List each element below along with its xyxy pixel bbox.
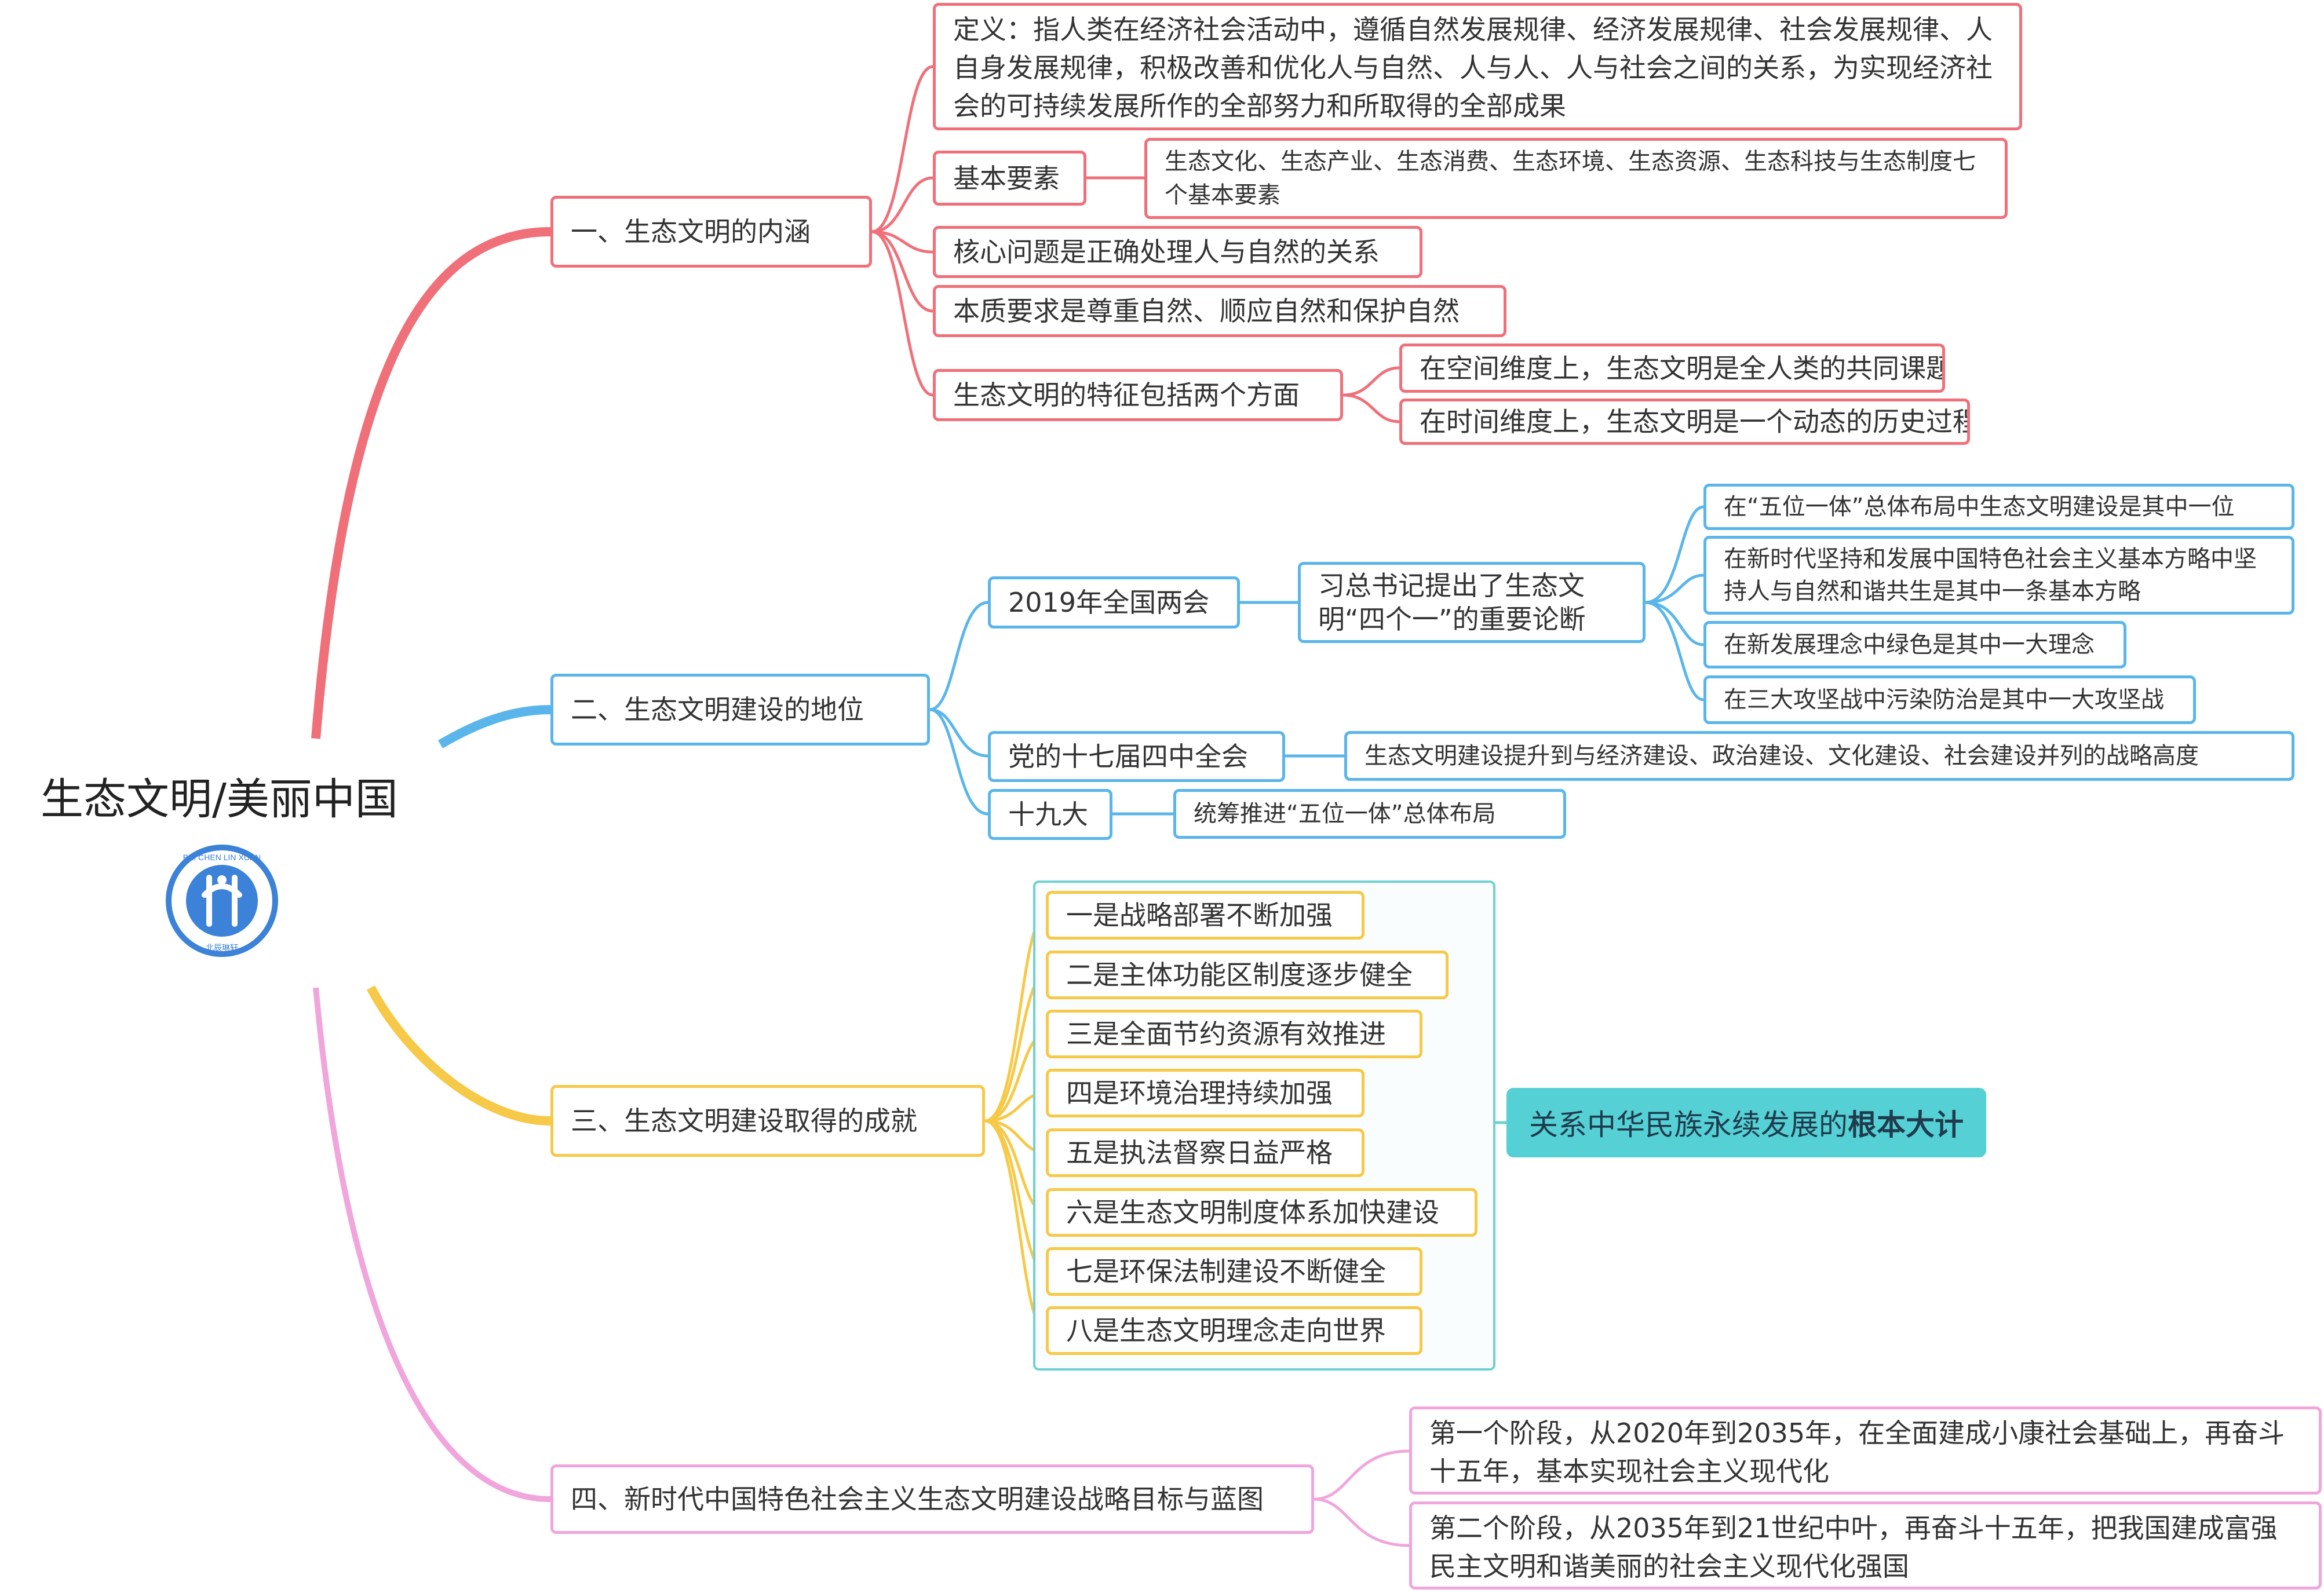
congress19-detail-node[interactable]: 统筹推进“五位一体”总体布局 bbox=[1173, 789, 1566, 839]
xi-statement-node[interactable]: 习总书记提出了生态文明“四个一”的重要论断 bbox=[1298, 562, 1646, 643]
position-point-2[interactable]: 在新时代坚持和发展中国特色社会主义基本方略中坚持人与自然和谐共生是其中一条基本方… bbox=[1703, 536, 2294, 615]
summary-callout[interactable]: 关系中华民族永续发展的根本大计 bbox=[1506, 1088, 1986, 1157]
achievement-7[interactable]: 七是环保法制建设不断健全 bbox=[1046, 1247, 1422, 1296]
root-connector-branch1 bbox=[311, 227, 551, 739]
callout-prefix: 关系中华民族永续发展的 bbox=[1529, 1108, 1848, 1142]
meeting-2019-node[interactable]: 2019年全国两会 bbox=[988, 576, 1240, 629]
branch3-topic[interactable]: 三、生态文明建设取得的成就 bbox=[550, 1085, 985, 1157]
feature-time-node[interactable]: 在时间维度上，生态文明是一个动态的历史过程 bbox=[1399, 399, 1970, 445]
logo-text-bottom: 北辰琳轩 bbox=[206, 944, 238, 953]
branch2-topic[interactable]: 二、生态文明建设的地位 bbox=[550, 674, 930, 746]
essence-node[interactable]: 本质要求是尊重自然、顺应自然和保护自然 bbox=[933, 285, 1506, 337]
achievement-4[interactable]: 四是环境治理持续加强 bbox=[1046, 1069, 1365, 1117]
root-connector-branch4 bbox=[313, 987, 551, 1502]
stage2-node[interactable]: 第二个阶段，从2035年到21世纪中叶，再奋斗十五年，把我国建成富强民主文明和谐… bbox=[1409, 1501, 2322, 1590]
stage1-node[interactable]: 第一个阶段，从2020年到2035年，在全面建成小康社会基础上，再奋斗十五年，基… bbox=[1409, 1406, 2322, 1495]
achievement-2[interactable]: 二是主体功能区制度逐步健全 bbox=[1046, 951, 1449, 999]
achievement-1[interactable]: 一是战略部署不断加强 bbox=[1046, 891, 1365, 940]
callout-bold: 根本大计 bbox=[1848, 1108, 1964, 1142]
position-point-3[interactable]: 在新发展理念中绿色是其中一大理念 bbox=[1703, 621, 2126, 668]
position-point-4[interactable]: 在三大攻坚战中污染防治是其中一大攻坚战 bbox=[1703, 675, 2196, 724]
congress19-node[interactable]: 十九大 bbox=[988, 789, 1112, 840]
achievement-5[interactable]: 五是执法督察日益严格 bbox=[1046, 1128, 1365, 1177]
features-node[interactable]: 生态文明的特征包括两个方面 bbox=[933, 369, 1343, 421]
position-point-1[interactable]: 在“五位一体”总体布局中生态文明建设是其中一位 bbox=[1703, 484, 2294, 530]
basic-elements-detail-node[interactable]: 生态文化、生态产业、生态消费、生态环境、生态资源、生态科技与生态制度七个基本要素 bbox=[1144, 138, 2008, 219]
achievement-6[interactable]: 六是生态文明制度体系加快建设 bbox=[1046, 1188, 1477, 1237]
root-connector-branch2 bbox=[437, 705, 551, 748]
branch4-topic[interactable]: 四、新时代中国特色社会主义生态文明建设战略目标与蓝图 bbox=[550, 1464, 1314, 1534]
core-issue-node[interactable]: 核心问题是正确处理人与自然的关系 bbox=[933, 226, 1422, 278]
logo-text-top: BEI CHEN LIN XUAN bbox=[183, 853, 261, 862]
logo-seal: BEI CHEN LIN XUAN 北辰琳轩 bbox=[166, 845, 278, 957]
definition-node[interactable]: 定义：指人类在经济社会活动中，遵循自然发展规律、经济发展规律、社会发展规律、人自… bbox=[933, 3, 2022, 130]
root-title[interactable]: 生态文明/美丽中国 bbox=[41, 774, 398, 824]
root-connector-branch3 bbox=[366, 985, 551, 1126]
branch1-topic[interactable]: 一、生态文明的内涵 bbox=[550, 196, 872, 268]
achievement-8[interactable]: 八是生态文明理念走向世界 bbox=[1046, 1306, 1422, 1355]
basic-elements-node[interactable]: 基本要素 bbox=[933, 151, 1086, 206]
achievement-3[interactable]: 三是全面节约资源有效推进 bbox=[1046, 1010, 1422, 1058]
plenum-node[interactable]: 党的十七届四中全会 bbox=[988, 731, 1285, 782]
plenum-detail-node[interactable]: 生态文明建设提升到与经济建设、政治建设、文化建设、社会建设并列的战略高度 bbox=[1344, 731, 2294, 781]
feature-space-node[interactable]: 在空间维度上，生态文明是全人类的共同课题 bbox=[1399, 344, 1945, 393]
